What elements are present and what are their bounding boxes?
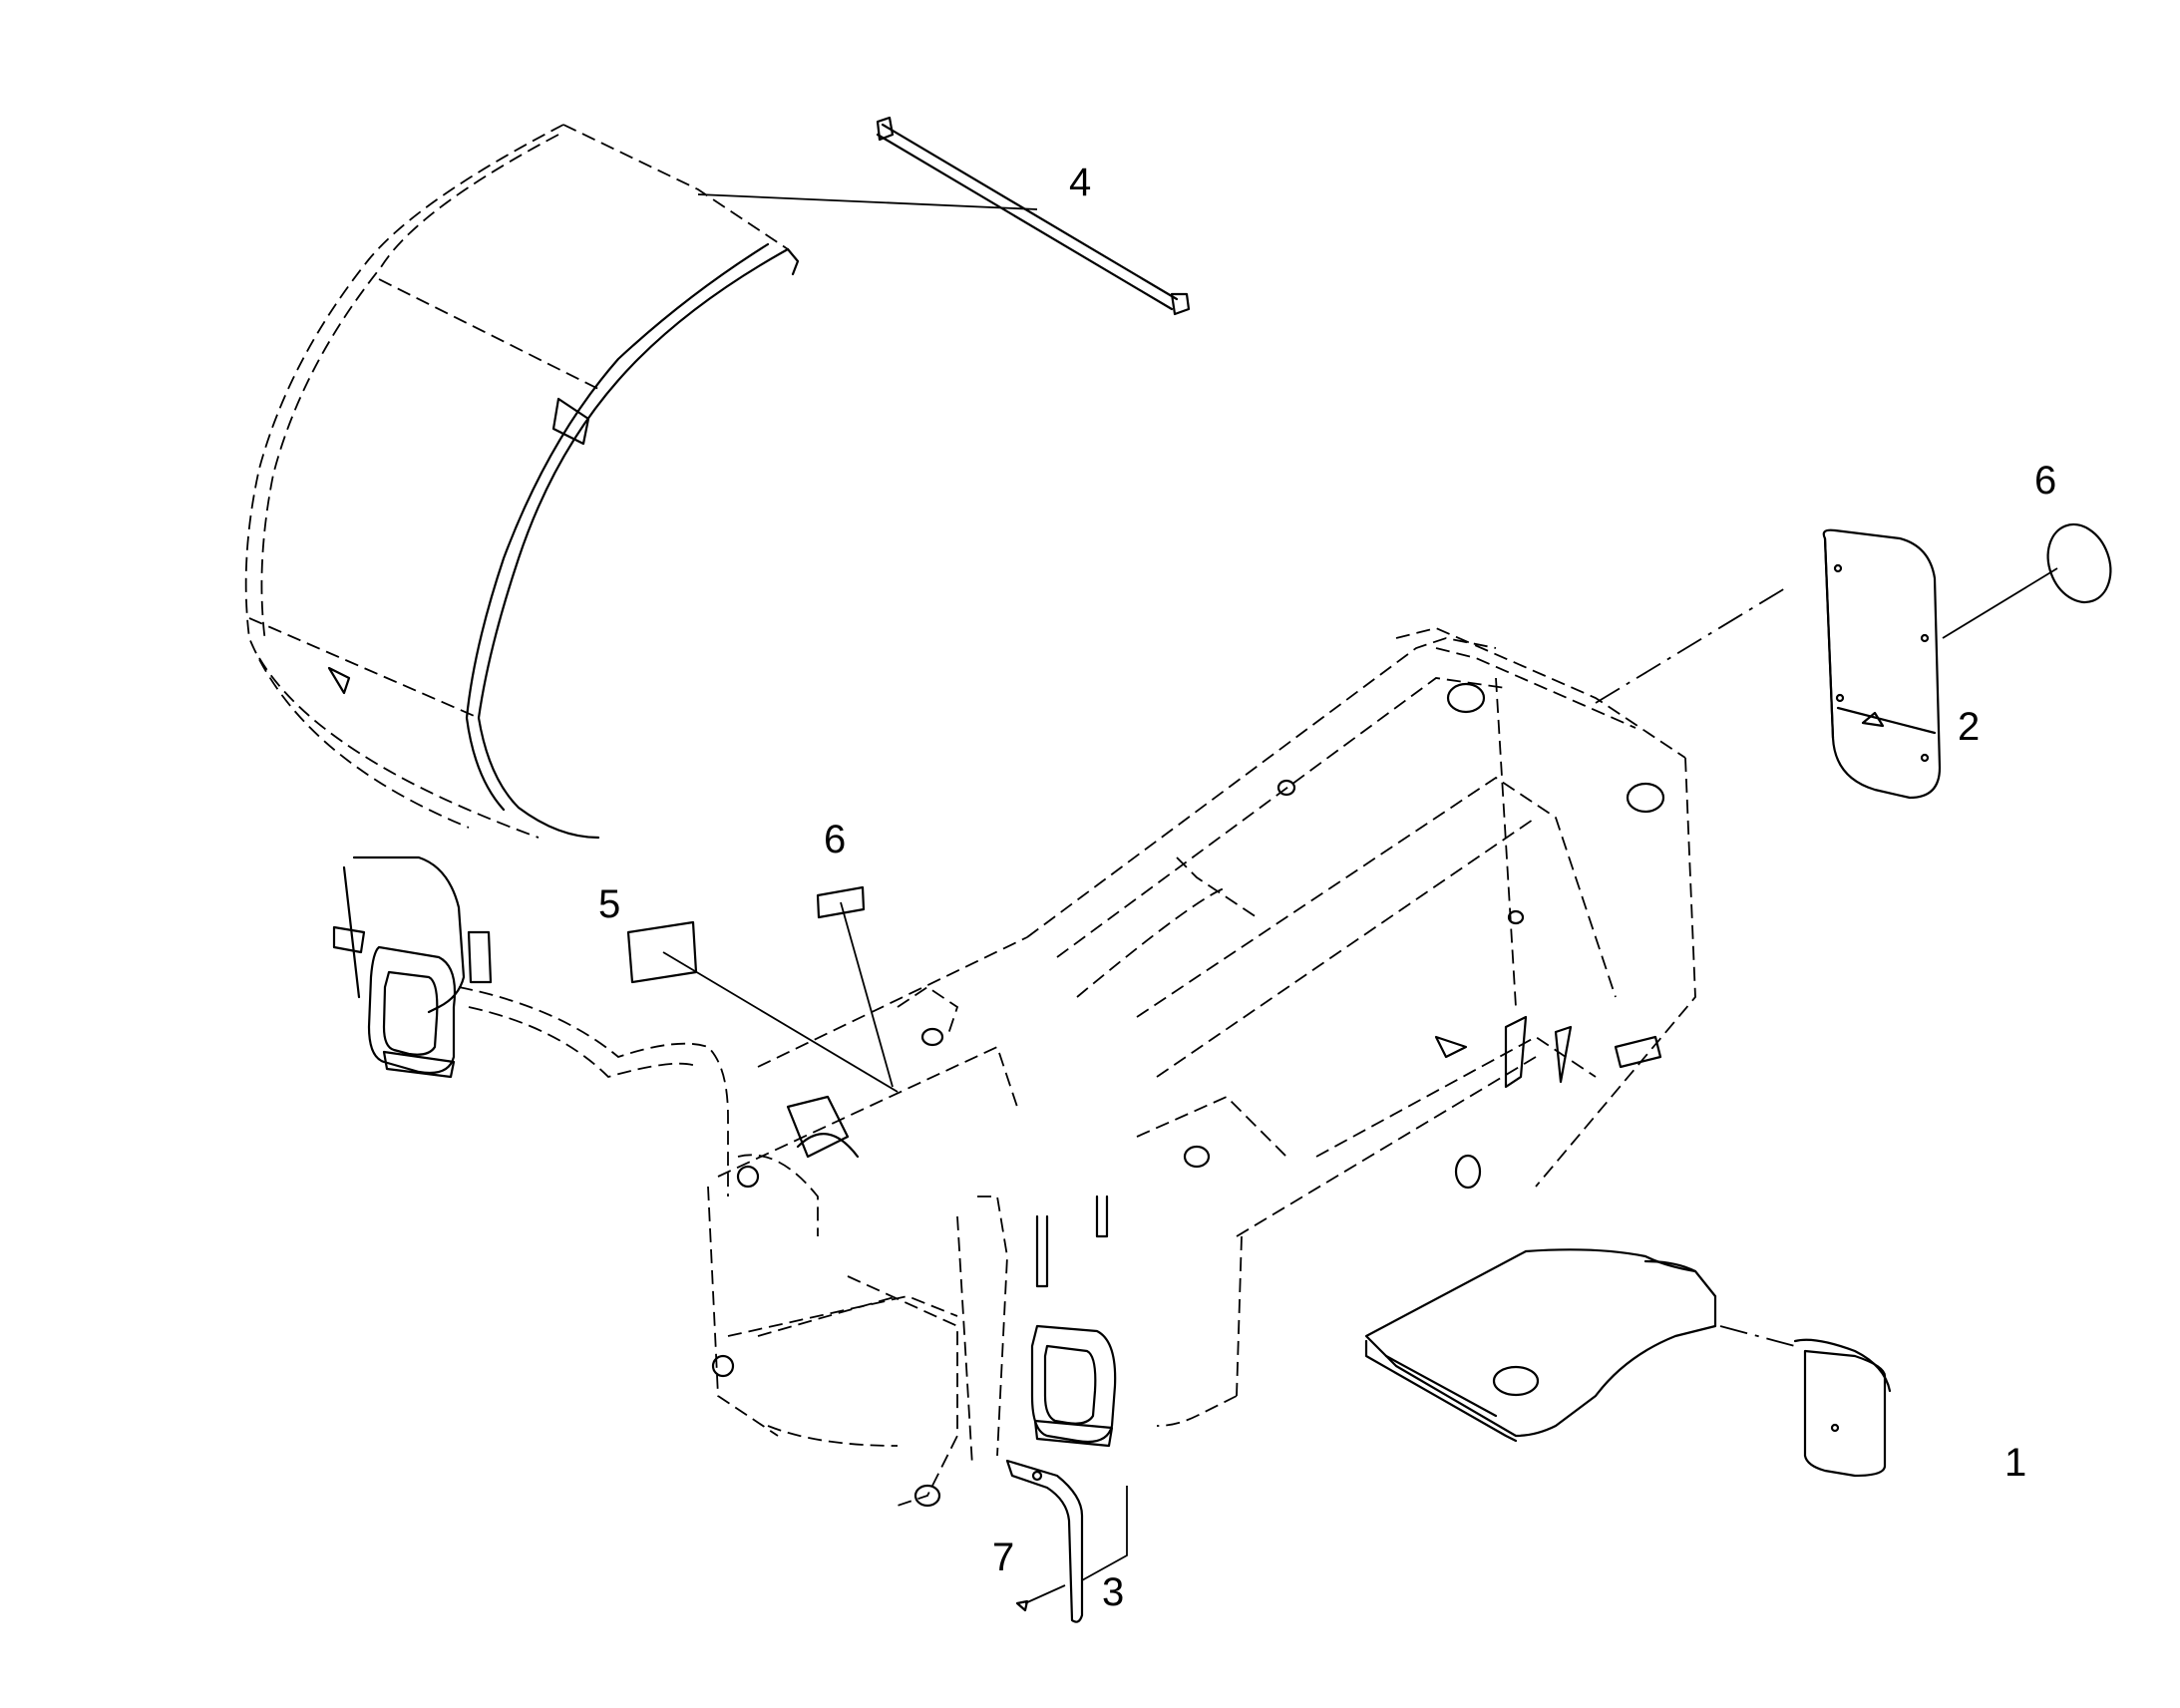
decal-part-6-center (816, 885, 894, 1088)
right-work-lamp (1030, 1324, 1117, 1448)
callout-2: 2 (1958, 705, 1980, 749)
callout-3: 3 (1102, 1570, 1124, 1614)
front-carriage (707, 936, 1211, 1508)
callout-6-right: 6 (2034, 459, 2056, 503)
guard-bar (458, 986, 1008, 1467)
decal-part-5 (626, 920, 899, 1093)
callout-4: 4 (1069, 161, 1091, 204)
callout-6-center: 6 (824, 818, 846, 861)
cab-canopy (244, 124, 800, 840)
fender-part-1 (1364, 1248, 1892, 1478)
bracket-part-3 (1005, 1459, 1128, 1623)
rod-part-4 (697, 116, 1191, 316)
bolt-part-7 (1015, 1584, 1066, 1612)
round-decal-part-6-right (1942, 522, 2112, 639)
callout-7: 7 (992, 1536, 1014, 1579)
main-frame (1026, 587, 1786, 1427)
left-work-lamp (332, 855, 493, 1079)
callout-1: 1 (2004, 1441, 2026, 1485)
cover-plate-part-2 (1822, 528, 1942, 800)
callout-5: 5 (598, 882, 620, 926)
